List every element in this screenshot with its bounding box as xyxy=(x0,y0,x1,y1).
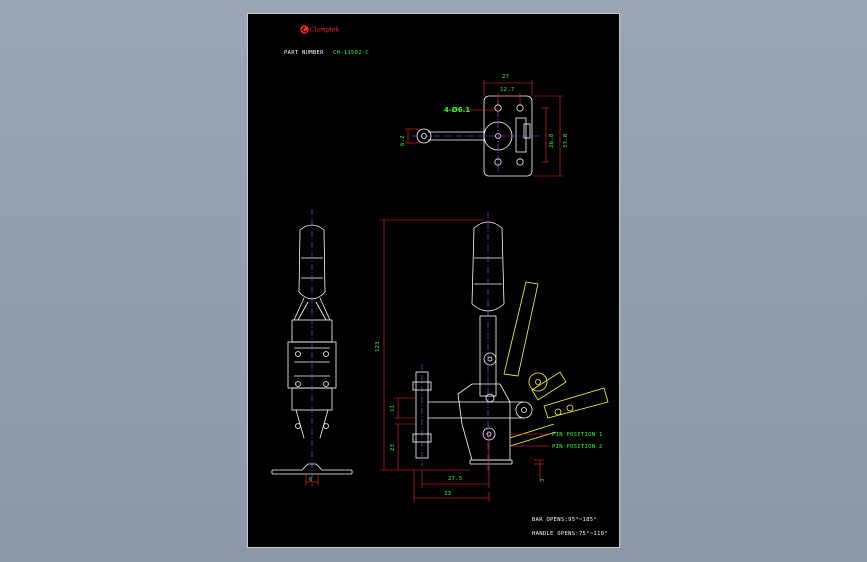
dim-reach-inner: 27.5 xyxy=(448,476,462,482)
technical-drawing: Clamptek PART NUMBER CH-11502-C xyxy=(271,25,609,537)
pin-position-2-label: PIN POSITION 2 xyxy=(552,444,603,450)
dim-top-inner-height: 26.8 xyxy=(549,134,555,148)
brand-logo: Clamptek xyxy=(300,25,340,34)
dim-top-height: 37.8 xyxy=(563,134,569,148)
dim-side-width: 6 xyxy=(309,477,313,483)
dim-top-inner-width: 12.7 xyxy=(500,87,514,93)
top-view-dimensions xyxy=(405,80,563,177)
dim-top-width: 27 xyxy=(502,74,509,80)
top-view xyxy=(416,95,533,177)
alternate-position xyxy=(503,281,609,447)
side-view-dimension xyxy=(305,474,319,486)
dim-base-thickness: 3 xyxy=(540,478,546,482)
dim-arm-width: 6.2 xyxy=(400,135,406,146)
pin-position-1-label: PIN POSITION 1 xyxy=(552,432,603,438)
top-view-centerlines xyxy=(412,100,540,172)
dim-reach-outer: 33 xyxy=(444,491,451,497)
front-view-dimensions xyxy=(380,219,550,502)
part-number-value: CH-11502-C xyxy=(333,50,369,56)
dim-spindle-base: 23 xyxy=(390,444,396,451)
bar-opens-note: BAR OPENS:95°~185° xyxy=(532,517,597,523)
hole-callout: 4-Ø6.1 xyxy=(444,106,470,114)
dim-overall-height: 123 xyxy=(375,341,381,352)
drawing-sheet: Clamptek PART NUMBER CH-11502-C xyxy=(247,13,620,548)
dim-spindle-mid: 11 xyxy=(390,405,396,412)
handle-opens-note: HANDLE OPENS:75°~110° xyxy=(532,531,608,537)
front-view xyxy=(412,221,533,465)
part-number-label: PART NUMBER xyxy=(284,50,324,56)
front-view-centerlines xyxy=(421,212,489,474)
brand-name: Clamptek xyxy=(310,27,340,34)
